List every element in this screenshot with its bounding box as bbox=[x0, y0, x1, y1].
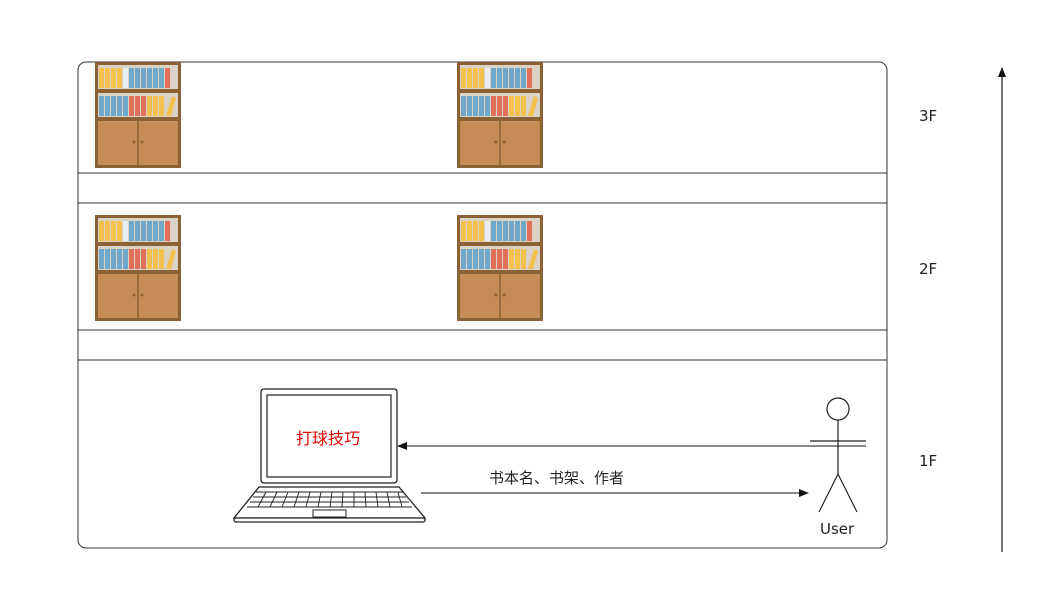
floor-label-2f: 2F bbox=[919, 260, 938, 278]
arrow-label: 书本名、书架、作者 bbox=[489, 469, 625, 487]
laptop-icon bbox=[232, 388, 427, 523]
floor-label-3f: 3F bbox=[919, 107, 938, 125]
bookshelf-2f-right bbox=[456, 214, 544, 322]
bookshelf-3f-left bbox=[94, 61, 182, 169]
floor-label-1f: 1F bbox=[919, 452, 938, 470]
bookshelf-2f-left bbox=[94, 214, 182, 322]
user-label: User bbox=[820, 520, 855, 538]
bookshelf-3f-right bbox=[456, 61, 544, 169]
laptop-screen-text: 打球技巧 bbox=[296, 429, 361, 448]
user-icon bbox=[810, 397, 866, 513]
